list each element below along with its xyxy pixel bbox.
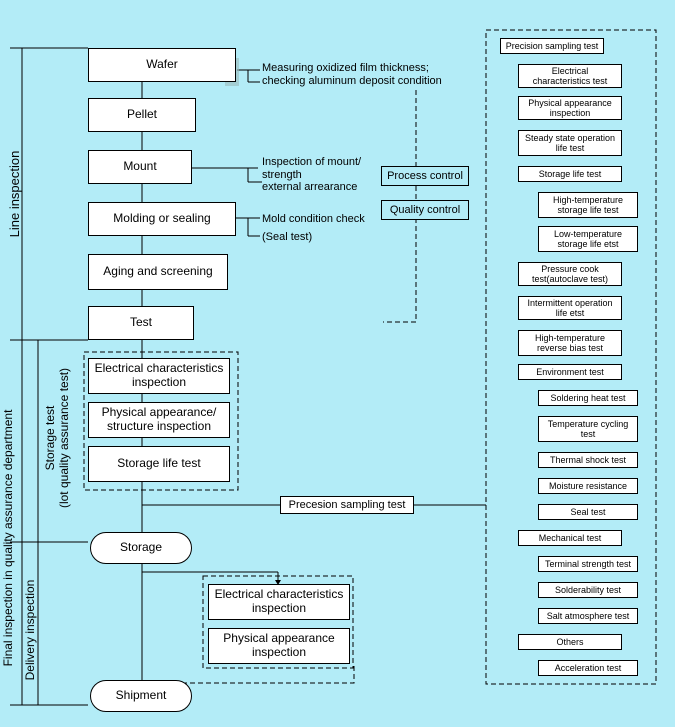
- right-item: Electrical characteristics test: [518, 64, 622, 88]
- pellet-box: Pellet: [88, 98, 196, 132]
- right-item: Salt atmosphere test: [538, 608, 638, 624]
- phys-struct-box: Physical appearance/ structure inspectio…: [88, 402, 230, 438]
- right-item: Intermittent operation life etst: [518, 296, 622, 320]
- mold-note: Mold condition check: [262, 213, 365, 225]
- right-item: Steady state operation life test: [518, 130, 622, 156]
- right-item: Temperature cycling test: [538, 416, 638, 442]
- precision-sampling-title: Precision sampling test: [500, 38, 604, 54]
- phys2-box: Physical appearance inspection: [208, 628, 350, 664]
- molding-box: Molding or sealing: [88, 202, 236, 236]
- right-item: High-temperature reverse bias test: [518, 330, 622, 356]
- delivery-inspection-label: Delivery inspection: [23, 579, 37, 681]
- aging-box: Aging and screening: [88, 254, 228, 290]
- elec-char2-box: Electrical characteristics inspection: [208, 584, 350, 620]
- final-inspection-label: Final inspection in quality assurance de…: [1, 409, 15, 667]
- right-item: Solderability test: [538, 582, 638, 598]
- line-inspection-label: Line inspection: [7, 150, 22, 238]
- wafer-box: Wafer: [88, 48, 236, 82]
- mount-note: Inspection of mount/ strength external a…: [262, 156, 362, 194]
- right-item: Seal test: [538, 504, 638, 520]
- right-item: Others: [518, 634, 622, 650]
- right-item: High-temperature storage life test: [538, 192, 638, 218]
- right-item: Physical appearance inspection: [518, 96, 622, 120]
- quality-control-label: Quality control: [381, 200, 469, 220]
- seal-note: (Seal test): [262, 231, 313, 243]
- process-control-label: Process control: [381, 166, 469, 186]
- precesion-sampling-box: Precesion sampling test: [280, 496, 414, 514]
- test-box: Test: [88, 306, 194, 340]
- right-item: Pressure cook test(autoclave test): [518, 262, 622, 286]
- storage-box: Storage: [90, 532, 192, 564]
- right-item: Soldering heat test: [538, 390, 638, 406]
- wafer-note: Measuring oxidized film thickness; check…: [262, 62, 442, 87]
- right-item: Low-temperature storage life etst: [538, 226, 638, 252]
- right-item: Mechanical test: [518, 530, 622, 546]
- right-item: Thermal shock test: [538, 452, 638, 468]
- right-item: Environment test: [518, 364, 622, 380]
- right-item: Acceleration test: [538, 660, 638, 676]
- right-item: Moisture resistance: [538, 478, 638, 494]
- shipment-box: Shipment: [90, 680, 192, 712]
- mount-box: Mount: [88, 150, 192, 184]
- right-item: Terminal strength test: [538, 556, 638, 572]
- storage-life-box: Storage life test: [88, 446, 230, 482]
- elec-char-box: Electrical characteristics inspection: [88, 358, 230, 394]
- right-item: Storage life test: [518, 166, 622, 182]
- storage-test-label: Storage test (lot quality assurance test…: [43, 367, 71, 509]
